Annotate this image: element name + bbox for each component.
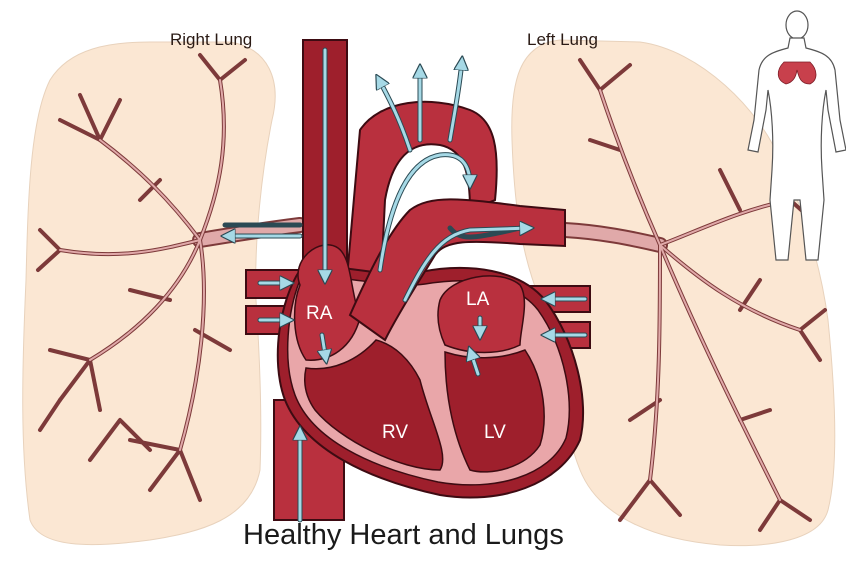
lv-label: LV (484, 422, 506, 444)
right-lung-label: Right Lung (170, 30, 252, 50)
left-atrium (438, 276, 524, 353)
diagram-title: Healthy Heart and Lungs (243, 519, 564, 552)
ra-label: RA (306, 303, 332, 325)
left-lung-label: Left Lung (527, 30, 598, 50)
rv-label: RV (382, 422, 408, 444)
la-label: LA (466, 289, 489, 311)
